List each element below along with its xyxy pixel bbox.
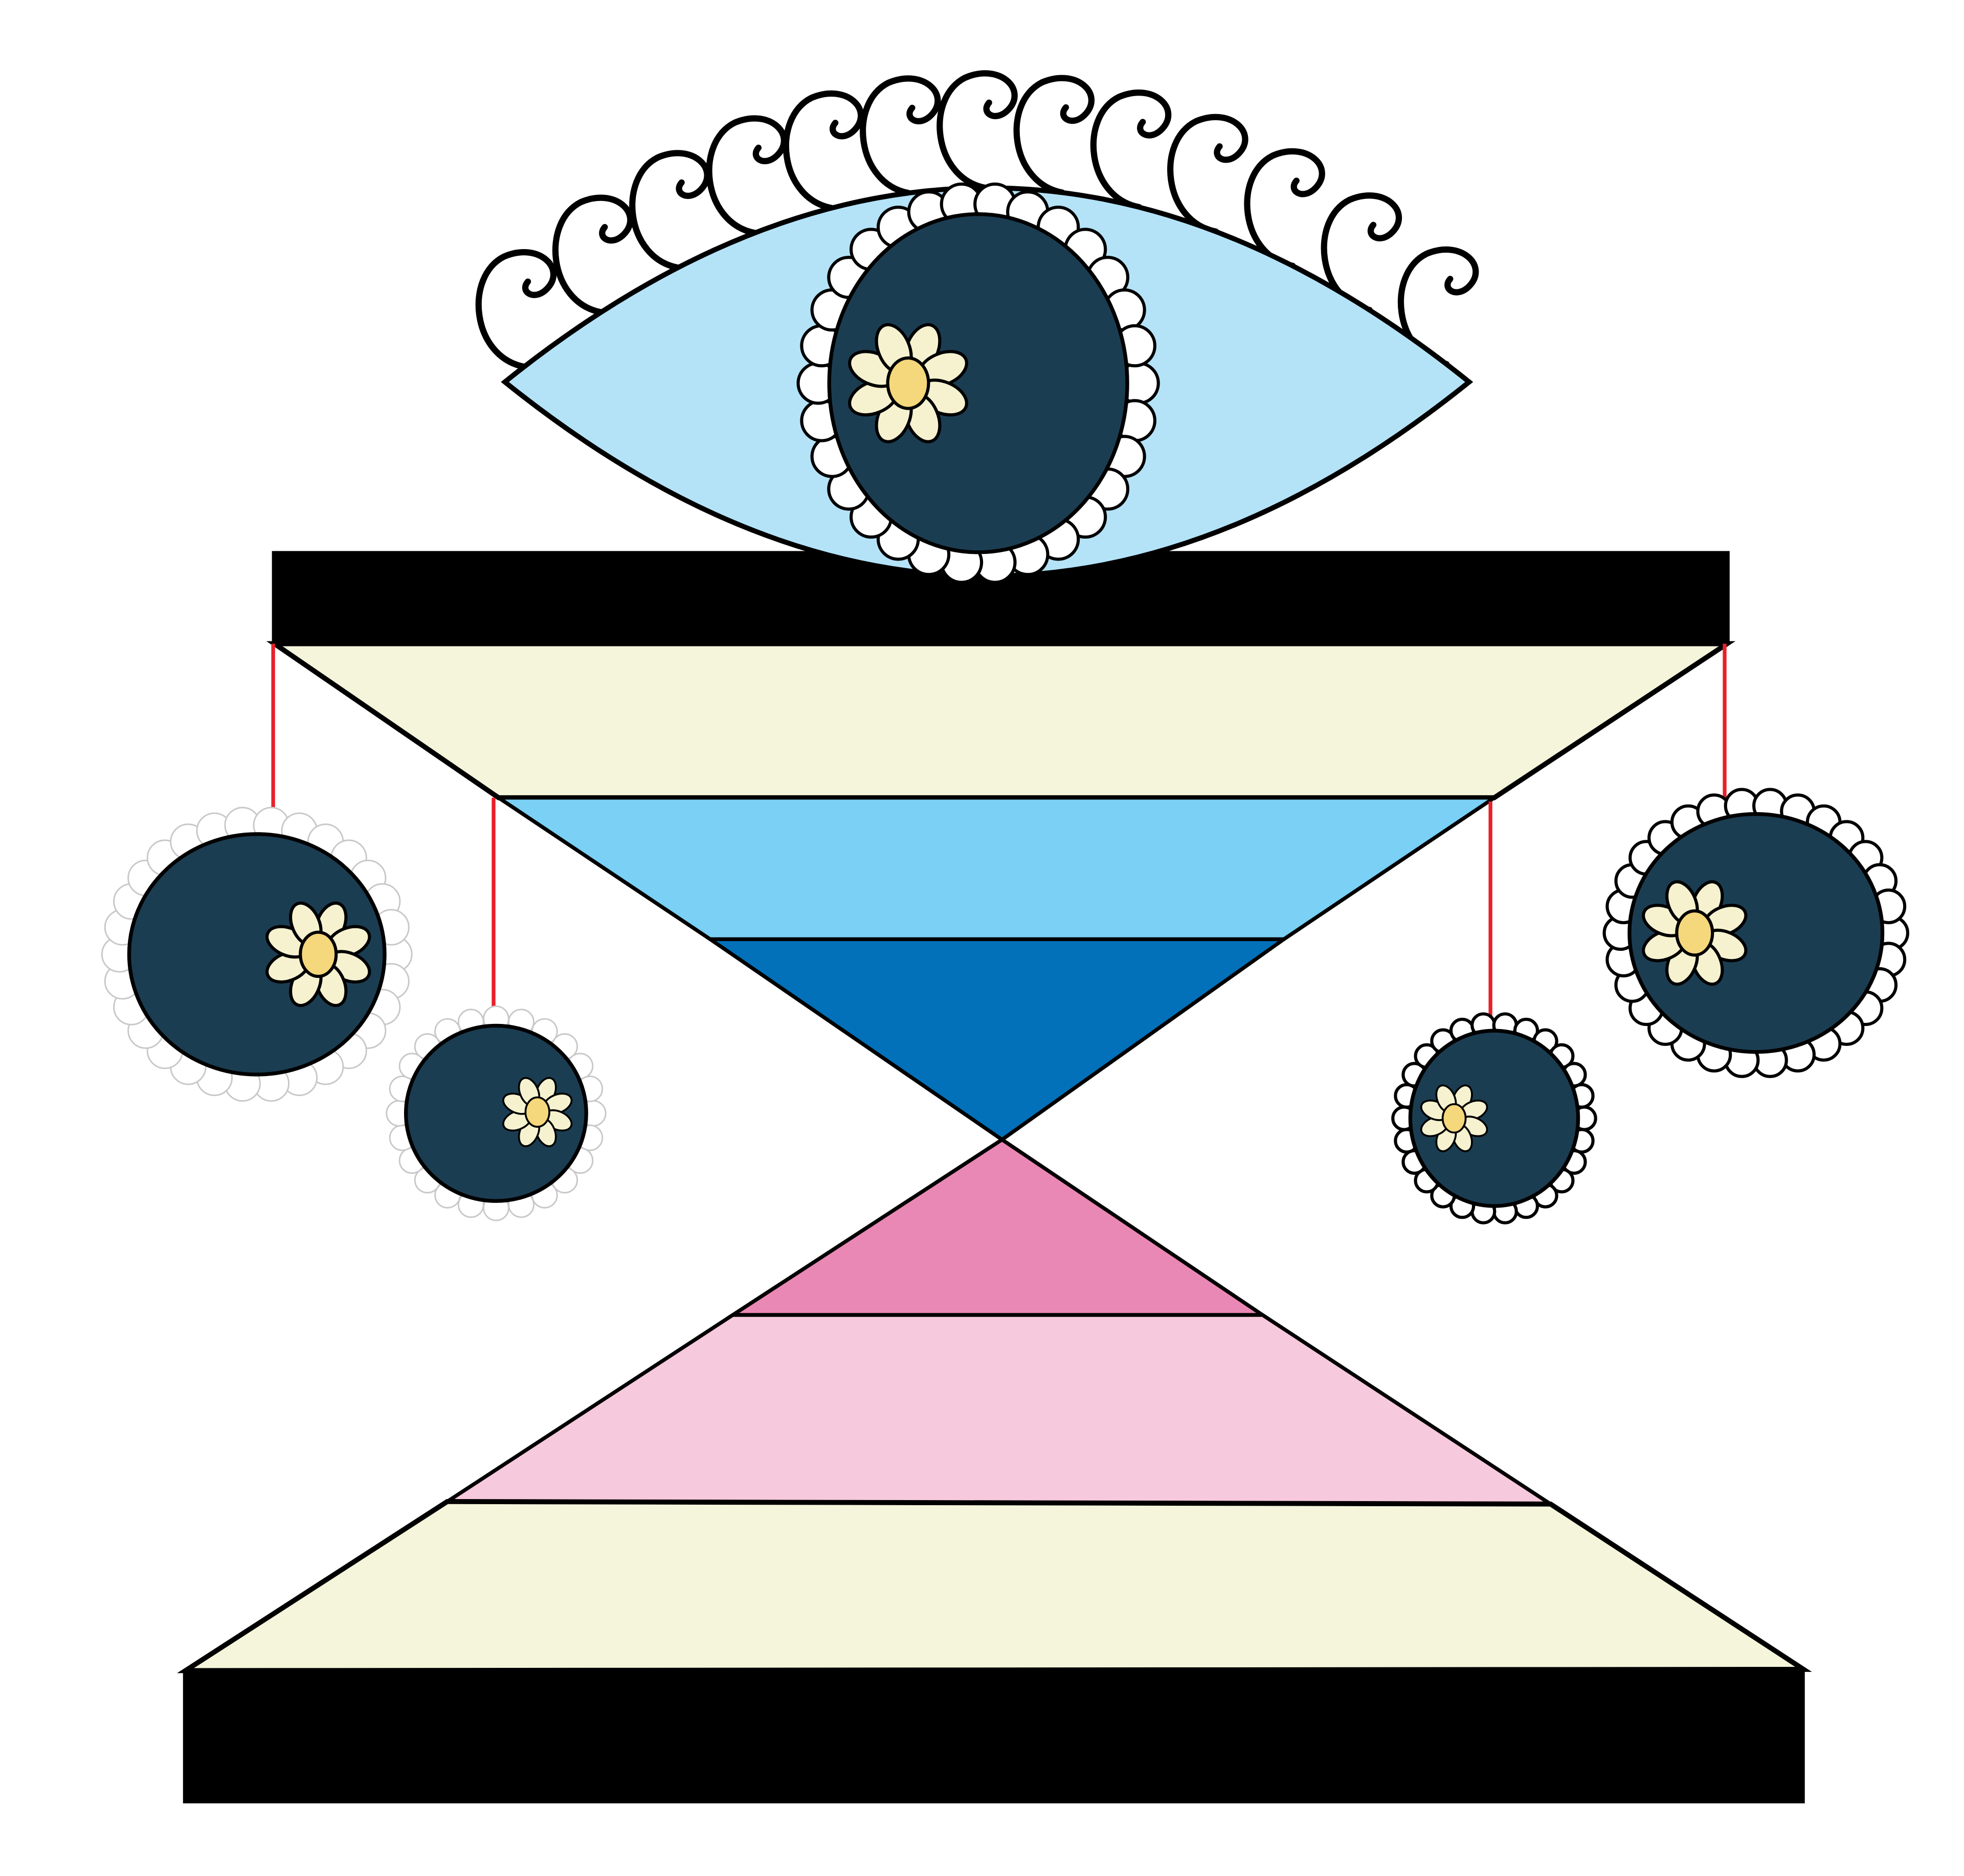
eyelash [552,194,634,316]
eyelash [783,90,864,211]
eyelash [1397,246,1479,367]
flower-center [524,1096,550,1128]
lower-cream-band [177,1499,1812,1673]
lower-dark-pink-triangle [726,1137,1269,1317]
eye-icon [386,1005,607,1221]
strings [271,643,1727,1022]
upper-dark-blue-triangle [704,937,1290,1142]
flower-center [886,356,930,410]
daisy-icon [502,1077,573,1147]
iris [1408,1029,1580,1208]
flower-center [1441,1103,1467,1134]
eyelash [1244,148,1325,269]
iris [827,212,1129,554]
eyelash [706,115,787,236]
iris [404,1023,588,1203]
eyelash [936,70,1018,191]
eye-icon [1602,788,1909,1078]
eyelash [1321,192,1402,314]
iris [127,832,387,1077]
upper-light-blue-band [492,796,1501,942]
bottom-bar [183,1669,1805,1803]
eyelash [475,249,556,370]
eyelash [1090,89,1172,211]
eye-icon [796,182,1160,584]
flower-center [1675,909,1714,957]
daisy-icon [265,901,371,1007]
eyelashes [475,70,1479,370]
daisy-icon [1420,1084,1488,1152]
upper-cream-band [266,641,1736,800]
daisy-icon [1642,880,1748,986]
flower-center [299,930,338,978]
eye-icon [101,807,413,1102]
iris [1627,812,1885,1054]
eyelash [1013,75,1095,196]
lower-light-pink-band [441,1313,1557,1506]
eyelash [1167,114,1248,235]
eyelash [629,150,710,271]
eye-icon [1391,1012,1597,1224]
daisy-icon [848,323,968,443]
eyelash [859,75,941,196]
